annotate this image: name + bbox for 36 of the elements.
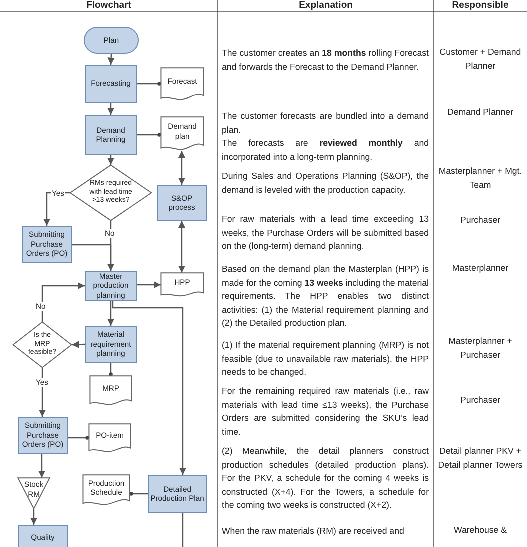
connector-arrow (178, 151, 186, 185)
explanation-text: During Sales and Operations Planning (S&OP), the demand is leveled with the production capacity. (222, 170, 429, 197)
column-header: Explanation (298, 0, 354, 11)
explanation-text: For the remaining required raw materials (i.e., raw materials with lead time ≤13 weeks), the Purchase Orders are submitted considering the SKU’s lead time. (222, 385, 429, 439)
explanation-text: (2) Meanwhile, the detail planners construct production schedules (detailed production plans). For the PKV, a schedule for the coming 4 weeks is constructed (X+4). For the Towers, a schedule for the coming two weeks is constructed (X+2). (222, 445, 429, 512)
explanation-text: The forecasts are reviewed monthly and incorporated into a long-term planning. (222, 137, 429, 164)
connector-arrow (108, 54, 115, 66)
explanation-text: The customer forecasts are bundled into a demand plan. (222, 110, 429, 137)
explanation-text: When the raw materials (RM) are received and (222, 525, 406, 538)
connector-arrow (38, 454, 46, 478)
connector-arrow (107, 155, 115, 165)
responsible-text: Masterplanner + Purchaser (448, 335, 514, 362)
connector-arrow (72, 244, 115, 271)
explanation-text: The customer creates an 18 months rolling Forecast and forwards the Forecast to the Demand Planner. (222, 47, 429, 74)
connector-arrow (107, 103, 115, 115)
responsible-text: Masterplanner (451, 262, 510, 275)
responsible-text: Demand Planner (446, 106, 514, 119)
responsible-text: Masterplanner + Mgt. Team (438, 165, 524, 192)
explanation-text: (1) If the material requirement planning (MRP) is not feasible (due to unavailable raw materials), the HPP needs to be changed. (222, 339, 429, 380)
connector-arrow (112, 301, 187, 475)
responsible-text: Purchaser (459, 394, 502, 407)
explanation-text: Based on the demand plan the Masterplan (HPP) is made for the coming 13 weeks including the material requirements. The HPP enables two distinct activities: (1) the Material requirement planning and (2) the Detailed production plan. (222, 263, 429, 330)
responsible-text: Customer + Demand Planner (438, 46, 522, 73)
connector-arrow (107, 301, 115, 326)
connector-arrow (72, 341, 86, 348)
column-header: Responsible (451, 0, 510, 11)
responsible-text: Purchaser (459, 214, 502, 227)
connector-arrow (30, 509, 38, 525)
responsible-text: Detail planner PKV + Detail planner Towers (437, 445, 524, 472)
connector-arrow (137, 281, 161, 289)
connector-arrow (178, 221, 186, 273)
responsible-text: Warehouse & (453, 524, 508, 537)
column-header: Flowchart (86, 0, 132, 11)
connector-arrow (38, 368, 46, 417)
connector-arrow (42, 282, 85, 322)
explanation-text: For raw materials with a lead time exceeding 13 weeks, the Purchase Orders will be submitted based on the (long-term) demand planning. (222, 213, 429, 254)
